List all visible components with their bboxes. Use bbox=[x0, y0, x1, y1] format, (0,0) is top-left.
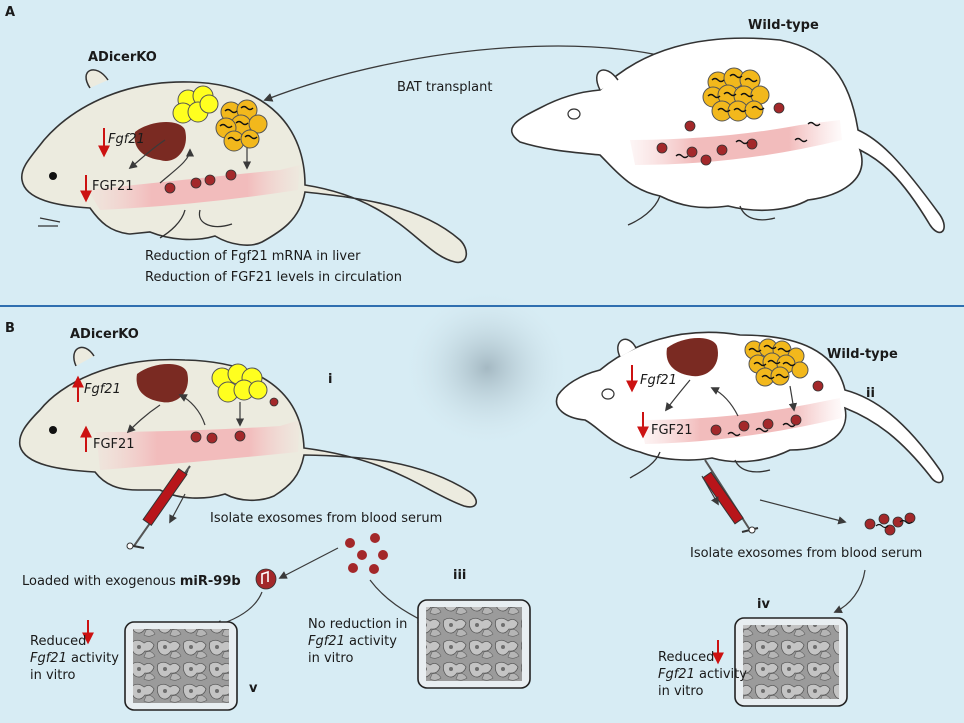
numeral-iv: iv bbox=[757, 597, 770, 612]
arrow bbox=[128, 139, 166, 170]
mouse-title: ADicerKO bbox=[88, 50, 157, 65]
blood-vessel bbox=[96, 420, 300, 470]
result-line: activity bbox=[67, 651, 119, 666]
syringe-icon bbox=[702, 459, 759, 534]
exosome-icon bbox=[656, 102, 785, 166]
mirna-name: miR-99b bbox=[180, 574, 241, 589]
mirna-icon bbox=[255, 568, 277, 590]
liver-icon bbox=[666, 337, 718, 377]
gene-label: Fgf21 bbox=[108, 132, 145, 147]
result-gene: Fgf21 bbox=[658, 667, 695, 682]
arrow bbox=[759, 499, 847, 525]
arrow bbox=[178, 394, 206, 426]
blood-vessel bbox=[630, 120, 842, 165]
isolate-label: Isolate exosomes from blood serum bbox=[210, 511, 442, 526]
result-v: Reduced Fgf21 activity in vitro bbox=[30, 634, 123, 683]
syringe-icon bbox=[126, 465, 191, 550]
isolate-label: Isolate exosomes from blood serum bbox=[690, 546, 922, 561]
mirna-icon bbox=[748, 344, 796, 380]
arrow bbox=[788, 385, 798, 412]
mirna-icon bbox=[219, 105, 258, 142]
result-iii: No reduction in Fgf21 activity in vitro bbox=[308, 617, 412, 666]
arrow bbox=[664, 379, 691, 412]
caption-line: Reduction of FGF21 levels in circulation bbox=[145, 270, 402, 285]
mouse-icon bbox=[555, 331, 944, 484]
background-haze bbox=[402, 288, 572, 448]
protein-label: FGF21 bbox=[93, 437, 135, 452]
arrow bbox=[169, 493, 186, 524]
adipocyte-icon bbox=[215, 99, 268, 152]
liver-icon bbox=[136, 363, 188, 403]
protein-label: FGF21 bbox=[651, 423, 693, 438]
mouse-title: Wild-type bbox=[827, 347, 898, 362]
liver-icon bbox=[134, 121, 186, 161]
arrow bbox=[126, 404, 161, 434]
arrow bbox=[159, 148, 195, 184]
result-iv: Reduced Fgf21 activity in vitro bbox=[658, 650, 751, 699]
cell-culture-icon bbox=[124, 621, 238, 711]
caption-line: Reduction of Fgf21 mRNA in liver bbox=[145, 249, 361, 264]
result-line: activity bbox=[695, 667, 747, 682]
arrow bbox=[710, 387, 739, 417]
result-line: in vitro bbox=[308, 651, 353, 666]
adipocyte-icon bbox=[172, 85, 219, 124]
mouse-title: ADicerKO bbox=[70, 327, 139, 342]
gene-label: Fgf21 bbox=[84, 382, 121, 397]
arrow bbox=[701, 475, 719, 506]
panel-b-letter: B bbox=[5, 321, 15, 336]
result-gene: Fgf21 bbox=[30, 651, 67, 666]
cell-culture-icon bbox=[417, 599, 531, 689]
arrow bbox=[833, 569, 866, 613]
numeral-ii: ii bbox=[866, 386, 875, 401]
numeral-v: v bbox=[249, 681, 258, 696]
numeral-i: i bbox=[328, 372, 332, 387]
transplant-label: BAT transplant bbox=[397, 80, 492, 95]
panel-a-letter: A bbox=[5, 5, 15, 20]
numeral-iii: iii bbox=[453, 568, 466, 583]
adipocyte-icon bbox=[211, 363, 268, 403]
mirna-icon bbox=[675, 121, 821, 159]
exosome-icon bbox=[190, 397, 279, 444]
result-line: activity bbox=[345, 634, 397, 649]
result-line: in vitro bbox=[658, 684, 703, 699]
cell-culture-icon bbox=[734, 617, 848, 707]
result-line: No reduction in bbox=[308, 617, 407, 632]
arrow bbox=[278, 547, 339, 579]
protein-label: FGF21 bbox=[92, 179, 134, 194]
exosome-icon bbox=[164, 169, 237, 194]
result-gene: Fgf21 bbox=[308, 634, 345, 649]
mouse-icon bbox=[20, 69, 468, 264]
mirna-icon bbox=[707, 73, 765, 113]
arrow bbox=[369, 579, 427, 623]
exosome-icon bbox=[864, 512, 916, 536]
gene-label: Fgf21 bbox=[640, 373, 677, 388]
result-line: Reduced bbox=[658, 650, 714, 665]
loaded-label: Loaded with exogenous miR-99b bbox=[22, 574, 241, 589]
mirna-icon bbox=[875, 519, 913, 529]
loaded-prefix: Loaded with exogenous bbox=[22, 574, 180, 589]
mouse-title: Wild-type bbox=[748, 18, 819, 33]
result-line: in vitro bbox=[30, 668, 75, 683]
result-line: Reduced bbox=[30, 634, 86, 649]
arrow bbox=[213, 591, 263, 629]
exosome-icon bbox=[710, 380, 824, 436]
exosome-icon bbox=[345, 533, 388, 574]
adipocyte-icon bbox=[744, 338, 809, 387]
mirna-icon bbox=[727, 422, 796, 437]
